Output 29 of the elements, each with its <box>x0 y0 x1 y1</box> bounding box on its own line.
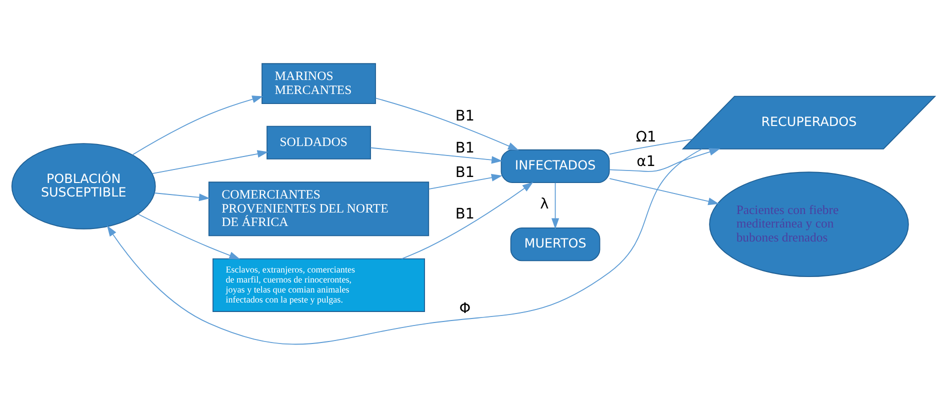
edge-label: B1 <box>455 206 475 223</box>
node-ellipse: POBLACIÓN SUSCEPTIBLE <box>11 143 156 230</box>
edge-label: α1 <box>636 154 656 170</box>
node-ellipse: Pacientes con fiebre mediterránea y con bubones drenados <box>709 172 909 277</box>
arrow <box>106 148 702 345</box>
node-box: COMERCIANTES PROVENIENTES DEL NORTE DE ÁFRICA <box>208 182 430 236</box>
arrow <box>401 182 534 260</box>
arrow <box>551 182 560 230</box>
arrow <box>132 96 264 156</box>
edge-label: B1 <box>455 108 475 125</box>
edge-label: Φ <box>459 301 471 318</box>
edge-label: B1 <box>455 140 475 156</box>
arrow <box>609 178 720 206</box>
arrow <box>375 98 519 150</box>
arrow <box>428 174 502 190</box>
arrow <box>138 214 240 260</box>
node-box: SOLDADOS <box>266 126 371 160</box>
node-box: MARINOS MERCANTES <box>262 63 376 104</box>
connector <box>609 138 693 155</box>
arrow <box>152 150 268 174</box>
arrow <box>609 148 720 172</box>
arrow <box>370 147 502 164</box>
edge-label: B1 <box>455 164 475 181</box>
edge-label: λ <box>540 196 549 213</box>
node-box: INFECTADOS <box>500 149 610 184</box>
arrow <box>154 192 210 202</box>
node-box: Esclavos, extranjeros, comerciantes de marfil, cuernos de rinocerontes, joyas y telas que comian animales infectados con la peste y pulgas. <box>212 258 425 312</box>
node-box: MUERTOS <box>510 228 600 262</box>
edge-label: Ω1 <box>636 130 656 146</box>
